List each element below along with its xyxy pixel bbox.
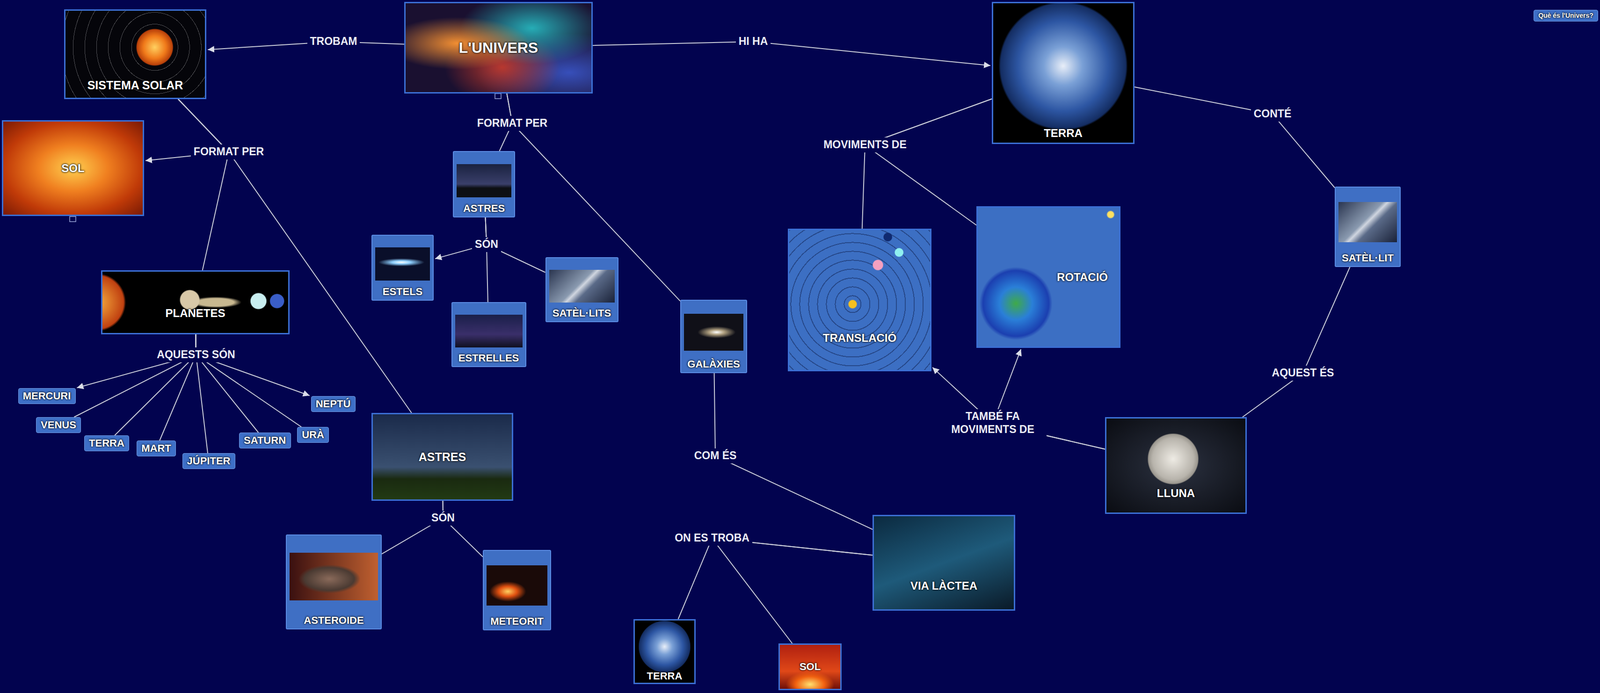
node-label: TERRA <box>88 437 125 450</box>
linking-phrase: COM ÉS <box>691 448 740 464</box>
connector <box>932 367 1106 450</box>
connector <box>178 99 229 271</box>
image-concept-box: VIA LÀCTEA <box>872 515 1016 611</box>
node-label: TERRA <box>1043 126 1083 140</box>
node-label: SATÈL·LIT <box>1341 252 1394 264</box>
node-label: SOL <box>799 661 821 673</box>
node-label: VIA LÀCTEA <box>910 579 978 593</box>
picture <box>549 269 615 303</box>
connector <box>73 334 197 418</box>
term-box: SATURN <box>239 432 291 449</box>
concept-card: ASTRES <box>452 151 516 218</box>
connector <box>1242 267 1351 418</box>
linking-phrase: CONTÉ <box>1250 106 1295 122</box>
node-label: L'UNIVERS <box>458 39 539 57</box>
picture <box>289 552 379 601</box>
image-concept-box: TRANSLACIÓ <box>787 228 932 372</box>
term-box: VENUS <box>36 417 81 434</box>
image-concept-box: TERRA <box>633 619 696 685</box>
image-concept-box: TERRA <box>991 1 1135 145</box>
node-label: ESTRELLES <box>458 352 520 364</box>
node-label: MERCURI <box>22 390 72 402</box>
picture <box>1338 202 1397 243</box>
image-concept-box: PLANETES <box>101 270 290 335</box>
node-label: GALÀXIES <box>687 358 740 371</box>
node-label: JÚPITER <box>187 455 231 467</box>
node-label: ESTELS <box>382 285 423 298</box>
concept-card: SATÈL·LIT <box>1334 186 1401 268</box>
term-box: NEPTÚ <box>311 396 356 413</box>
image-concept-box: SOL <box>778 643 842 691</box>
term-box: TERRA <box>84 435 130 452</box>
node-label: ROTACIÓ <box>1056 270 1108 284</box>
connector <box>592 41 991 66</box>
linking-phrase: MOVIMENTS DE <box>820 137 910 153</box>
media-icon <box>494 93 502 99</box>
node-label: NEPTÚ <box>315 398 351 410</box>
linking-phrase: FORMAT PER <box>190 144 267 160</box>
node-label: SATÈL·LITS <box>552 307 611 320</box>
linking-phrase: AQUEST ÉS <box>1269 365 1338 381</box>
connector <box>862 98 992 229</box>
image-concept-box: SISTEMA SOLAR <box>64 9 207 100</box>
term-box: URÀ <box>297 427 329 444</box>
linking-phrase: AQUESTS SÓN <box>153 347 238 363</box>
picture <box>683 313 744 351</box>
linking-phrase: HI HA <box>735 34 771 50</box>
connector <box>443 501 483 558</box>
picture <box>455 314 523 348</box>
image-concept-box: L'UNIVERS <box>404 1 593 94</box>
linking-phrase: SÓN <box>472 237 502 253</box>
node-label: PLANETES <box>165 306 226 320</box>
concept-card: ESTELS <box>371 234 434 301</box>
picture <box>456 164 512 198</box>
image-concept-box: ASTRES <box>371 413 514 502</box>
node-label: ASTRES <box>418 450 466 465</box>
linking-phrase: TROBAM <box>307 34 361 50</box>
linking-phrase: TAMBÉ FA MOVIMENTS DE <box>938 409 1047 437</box>
term-box: MART <box>136 440 176 457</box>
media-icon <box>69 216 76 222</box>
node-label: MART <box>141 442 172 455</box>
node-label: SISTEMA SOLAR <box>87 78 184 93</box>
node-label: TERRA <box>647 670 683 683</box>
node-label: SATURN <box>243 434 286 447</box>
node-label: Què és l'Univers? <box>1538 11 1594 20</box>
concept-card: ASTEROIDE <box>285 534 382 630</box>
image-concept-box: ROTACIÓ <box>976 206 1121 349</box>
term-box: Què és l'Univers? <box>1533 9 1599 22</box>
linking-phrase: SÓN <box>428 510 458 526</box>
connector <box>678 538 873 620</box>
image-concept-box: SOL <box>1 120 145 217</box>
concept-card: SATÈL·LITS <box>545 257 619 323</box>
picture <box>486 565 548 606</box>
node-label: METEORIT <box>490 615 544 628</box>
picture <box>375 247 430 281</box>
node-label: TRANSLACIÓ <box>822 331 897 345</box>
linking-phrase: ON ES TROBA <box>671 530 753 546</box>
node-label: VENUS <box>40 419 77 431</box>
concept-card: METEORIT <box>482 550 552 631</box>
image-concept-box: LLUNA <box>1105 417 1247 515</box>
term-box: JÚPITER <box>182 453 236 470</box>
concept-card: ESTRELLES <box>451 302 527 368</box>
node-label: ASTEROIDE <box>303 614 364 627</box>
node-label: SOL <box>61 161 85 175</box>
connector <box>195 334 310 396</box>
node-label: ASTRES <box>463 202 505 215</box>
connector <box>207 41 405 50</box>
node-label: URÀ <box>301 429 325 441</box>
node-label: LLUNA <box>1156 487 1195 501</box>
connector <box>712 538 873 644</box>
connector <box>865 98 992 226</box>
term-box: MERCURI <box>18 388 76 405</box>
connector <box>381 501 444 555</box>
connector <box>1134 87 1335 189</box>
concept-card: GALÀXIES <box>680 299 748 374</box>
linking-phrase: FORMAT PER <box>474 116 551 131</box>
